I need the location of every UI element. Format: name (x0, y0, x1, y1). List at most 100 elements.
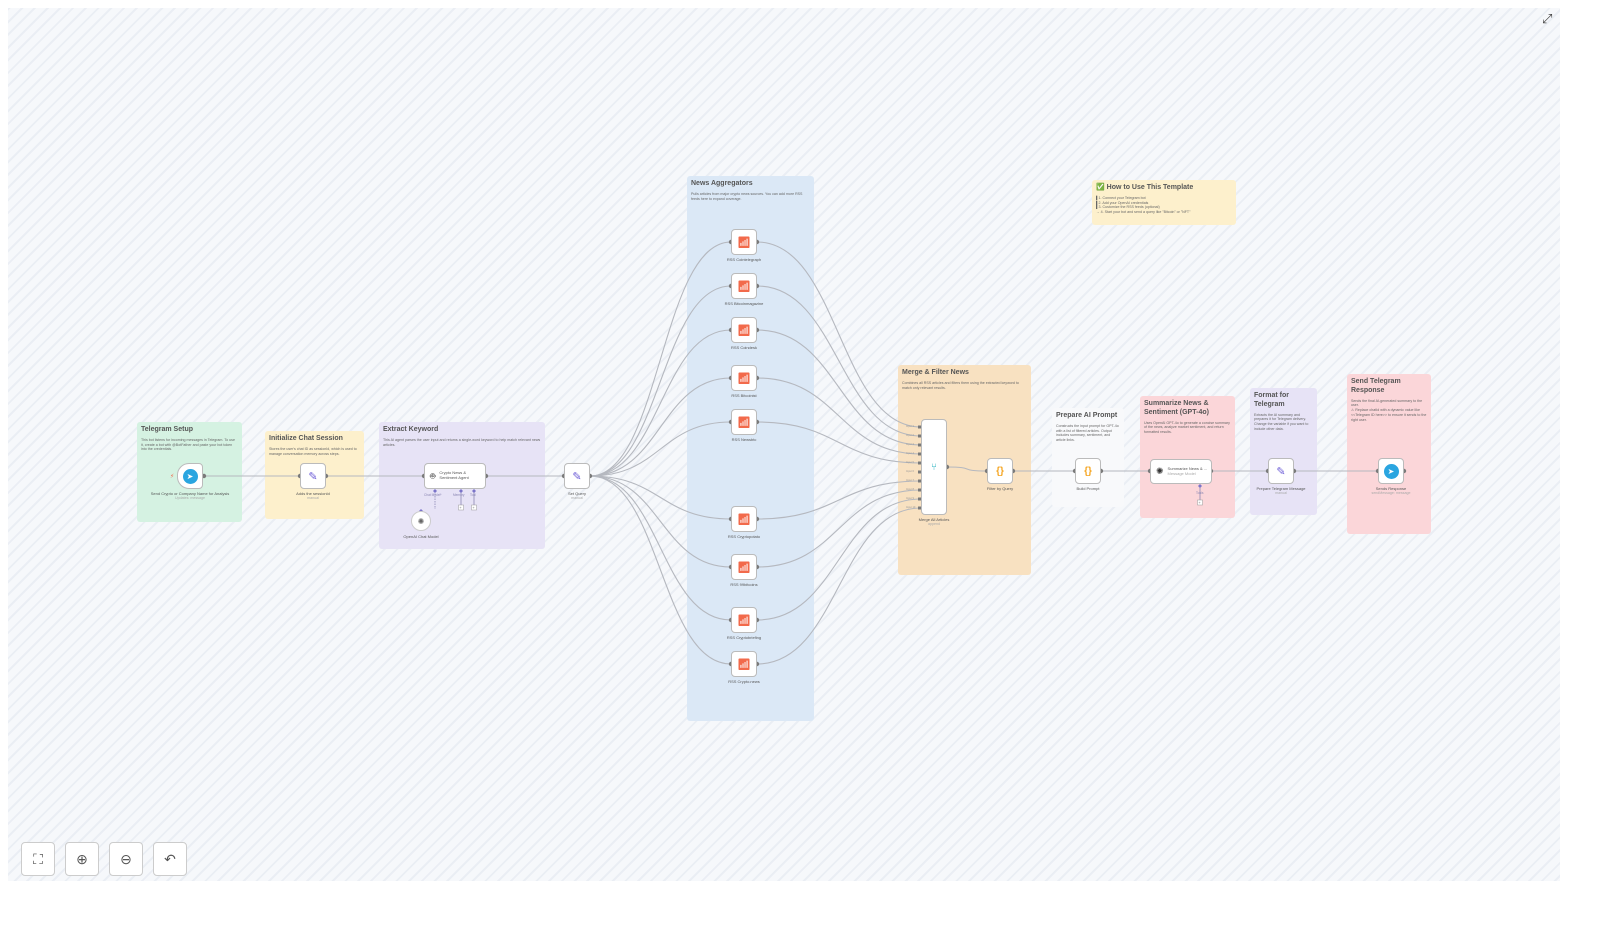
rss-feed-node[interactable]: 📶︎ (731, 273, 757, 299)
port-label: Tool (470, 493, 476, 497)
rss-feed-node[interactable]: 📶︎ (731, 651, 757, 677)
rss-icon: 📶︎ (737, 658, 751, 671)
node-label: RSS Newsbtc (699, 437, 789, 442)
node-label: RSS Crypto.news (699, 679, 789, 684)
note-format[interactable]: Format for TelegramExtracts the AI summa… (1250, 388, 1317, 515)
note-body: Pulls articles from major crypto news so… (691, 192, 810, 202)
build-prompt-node[interactable]: {} (1075, 458, 1101, 484)
telegram-trigger-node[interactable]: ➤ (177, 463, 203, 489)
node-label: Sends ResponsesendMessage: message (1346, 486, 1436, 495)
port-label: Chat Model* (424, 493, 442, 497)
openai-chat-model-node[interactable]: ✺ (411, 511, 431, 531)
node-label: RSS Cryptobriefing (699, 635, 789, 640)
note-body: Uses OpenAI GPT-4o to generate a concise… (1144, 421, 1231, 436)
node-label: RSS 99bitcoins (699, 582, 789, 587)
port-label: Memory (453, 493, 465, 497)
set-session-node[interactable]: ✎ (300, 463, 326, 489)
node-label: RSS Bitcoinist (699, 393, 789, 398)
ai-agent-node[interactable]: 🤖︎Crypto News & Sentiment Agent (424, 463, 486, 489)
filter-by-query-node[interactable]: {} (987, 458, 1013, 484)
note-body: ▌1. Connect your Telegram bot ▌2. Add yo… (1096, 196, 1232, 215)
port-label: Tools (1196, 491, 1203, 495)
note-body: Stores the user's chat ID as sessionId, … (269, 447, 360, 457)
note-title: Telegram Setup (141, 426, 238, 435)
note-title: Summarize News & Sentiment (GPT-4o) (1144, 400, 1231, 418)
rss-feed-node[interactable]: 📶︎ (731, 229, 757, 255)
telegram-icon: ➤ (1384, 464, 1399, 479)
note-title: Prepare AI Prompt (1056, 412, 1120, 421)
openai-icon: ✺ (418, 517, 425, 526)
note-title: Extract Keyword (383, 426, 541, 435)
rss-icon: 📶︎ (737, 372, 751, 385)
send-response-node[interactable]: ➤ (1378, 458, 1404, 484)
rss-feed-node[interactable]: 📶︎ (731, 317, 757, 343)
openai-icon: ✺ (1156, 466, 1164, 477)
rss-feed-node[interactable]: 📶︎ (731, 554, 757, 580)
undo-button[interactable]: ↶ (153, 842, 187, 876)
merge-icon: ⑂ (931, 462, 937, 473)
prepare-telegram-message-node[interactable]: ✎ (1268, 458, 1294, 484)
rss-icon: 📶︎ (737, 324, 751, 337)
node-label: Crypto News & Sentiment Agent (439, 471, 485, 481)
note-body: Combines all RSS articles and filters th… (902, 381, 1027, 391)
code-icon: {} (1084, 466, 1092, 477)
zoom-in-icon: ⊕ (76, 851, 88, 868)
merge-input-label: Input 10 (906, 506, 915, 509)
rss-feed-node[interactable]: 📶︎ (731, 365, 757, 391)
merge-node[interactable]: ⑂ (921, 419, 947, 515)
node-label: RSS Cryptopotato (699, 534, 789, 539)
undo-icon: ↶ (164, 851, 176, 868)
merge-input-label: Input 7 (906, 479, 914, 482)
merge-input-label: Input 9 (906, 497, 914, 500)
node-label: Prepare Telegram Messagemanual (1236, 486, 1326, 495)
note-how-to[interactable]: ✅ How to Use This Template ▌1. Connect yo… (1092, 180, 1236, 225)
rss-feed-node[interactable]: 📶︎ (731, 506, 757, 532)
note-body: This AI agent parses the user input and … (383, 438, 541, 448)
rss-icon: 📶︎ (737, 614, 751, 627)
summarize-node[interactable]: ✺ Summarize News & ...Message Model (1150, 459, 1212, 484)
fit-view-button[interactable]: ⛶ (21, 842, 55, 876)
rss-icon: 📶︎ (737, 280, 751, 293)
note-title: Send Telegram Response (1351, 378, 1427, 396)
rss-icon: 📶︎ (737, 561, 751, 574)
rss-feed-node[interactable]: 📶︎ (731, 607, 757, 633)
fit-view-icon: ⛶ (33, 851, 43, 868)
rss-icon: 📶︎ (737, 416, 751, 429)
pencil-icon: ✎ (308, 470, 317, 483)
node-label: Build Prompt (1043, 486, 1133, 491)
node-label: Adds the sessionIdmanual (268, 491, 358, 500)
fullscreen-icon[interactable]: ⤢ (1542, 11, 1552, 27)
node-label: Send Crypto or Company Name for Analysis… (145, 491, 235, 500)
zoom-out-icon: ⊖ (120, 851, 132, 868)
rss-icon: 📶︎ (737, 236, 751, 249)
node-label: Set Querymanual (532, 491, 622, 500)
note-title: ✅ How to Use This Template (1096, 184, 1232, 193)
node-label: RSS Bitcoinmagazine (699, 301, 789, 306)
code-icon: {} (996, 466, 1004, 477)
note-send[interactable]: Send Telegram ResponseSends the final AI… (1347, 374, 1431, 534)
note-body: Constructs the input prompt for GPT-4o w… (1056, 424, 1120, 443)
node-label: Filter by Query (955, 486, 1045, 491)
merge-input-label: Input 3 (906, 443, 914, 446)
merge-input-label: Input 2 (906, 434, 914, 437)
merge-input-label: Input 8 (906, 488, 914, 491)
merge-input-label: Input 1 (906, 425, 914, 428)
rss-feed-node[interactable]: 📶︎ (731, 409, 757, 435)
note-title: Initialize Chat Session (269, 435, 360, 444)
node-label: Summarize News & ...Message Model (1168, 467, 1208, 477)
rss-icon: 📶︎ (737, 513, 751, 526)
merge-input-label: Input 6 (906, 470, 914, 473)
pencil-icon: ✎ (1276, 465, 1285, 478)
node-label: OpenAI Chat Model (376, 534, 466, 539)
node-label: Merge All Articlesappend (889, 517, 979, 526)
set-query-node[interactable]: ✎ (564, 463, 590, 489)
pencil-icon: ✎ (572, 470, 581, 483)
note-summarize[interactable]: Summarize News & Sentiment (GPT-4o) Uses … (1140, 396, 1235, 518)
zoom-out-button[interactable]: ⊖ (109, 842, 143, 876)
note-title: Merge & Filter News (902, 369, 1027, 378)
note-body: Sends the final AI-generated summary to … (1351, 399, 1427, 423)
node-label: RSS Coindesk (699, 345, 789, 350)
note-body: This bot listens for incoming messages i… (141, 438, 238, 453)
zoom-in-button[interactable]: ⊕ (65, 842, 99, 876)
telegram-icon: ➤ (183, 469, 198, 484)
